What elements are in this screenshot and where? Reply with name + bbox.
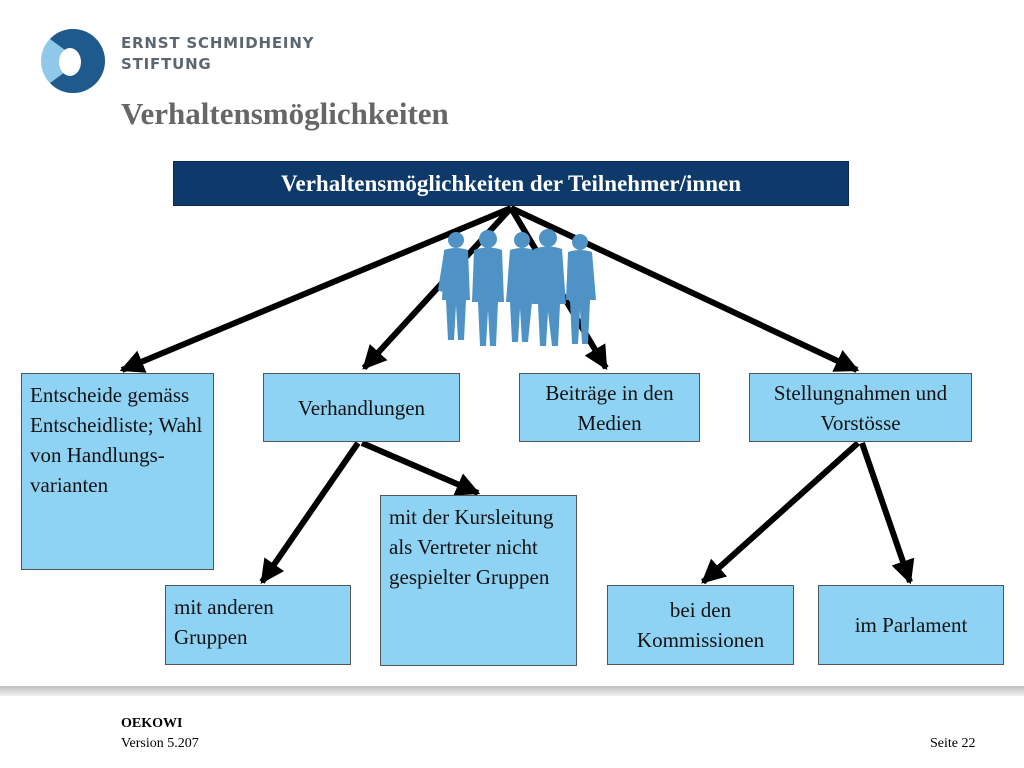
footer: OEKOWI Version 5.207 Seite 22 (0, 696, 1024, 768)
page-label: Seite (930, 736, 958, 751)
footer-org: OEKOWI (121, 716, 183, 731)
box-course-lead: mit der Kursleitung als Vertreter nicht … (380, 495, 577, 666)
arrow-to-statements (509, 205, 860, 373)
diagram-connectors (119, 205, 915, 585)
box-negotiations: Verhandlungen (263, 373, 460, 442)
footer-divider (0, 686, 1024, 696)
slide-title: Verhaltensmöglichkeiten (121, 96, 449, 131)
logo-line-2: STIFTUNG (121, 55, 212, 73)
foundation-logo-icon (41, 29, 105, 93)
diagram-header: Verhaltensmöglichkeiten der Teilnehmer/i… (173, 161, 849, 206)
page-number: Seite 22 (930, 736, 976, 752)
arrow-to-decisions (119, 205, 513, 373)
box-media: Beiträge in den Medien (519, 373, 700, 442)
footer-version: Version 5.207 (121, 736, 199, 751)
arrow-to-other-groups (259, 441, 361, 584)
arrow-to-parliament (859, 442, 915, 585)
arrow-to-commissions (700, 440, 861, 585)
box-commissions: bei den Kommissionen (607, 585, 794, 665)
logo-line-1: ERNST SCHMIDHEINY (121, 34, 315, 52)
box-decisions: Entscheide gemäss Entscheidliste; Wahl v… (21, 373, 214, 570)
box-statements: Stellungnahmen und Vorstösse (749, 373, 972, 442)
page-number-value: 22 (961, 736, 976, 751)
box-parliament: im Parlament (818, 585, 1004, 665)
group-of-people-icon (438, 229, 596, 346)
arrow-to-course-lead (360, 440, 481, 496)
logo-text: ERNST SCHMIDHEINY STIFTUNG (121, 33, 314, 75)
box-other-groups: mit anderen Gruppen (165, 585, 351, 665)
